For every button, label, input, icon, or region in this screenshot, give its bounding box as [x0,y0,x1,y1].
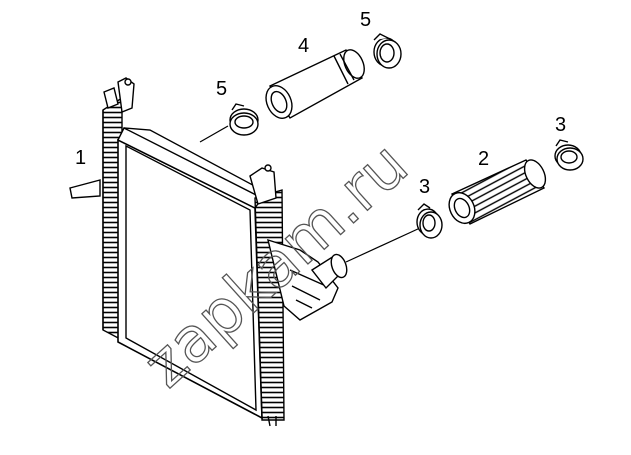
intercooler-radiator [69,77,348,427]
callout-1: 1 [75,147,86,169]
callout-3-left: 3 [419,176,430,198]
callout-5-right: 5 [360,9,371,31]
clamp-5-left [229,103,259,136]
clamp-3-left [416,203,443,239]
callout-3-right: 3 [555,114,566,136]
clamp-5-right [373,33,402,69]
callout-4: 4 [298,35,309,57]
callout-5-left: 5 [216,78,227,100]
leader-lines [199,125,421,263]
hose-2 [448,159,547,225]
callout-2: 2 [478,148,489,170]
hose-4 [265,49,365,119]
clamp-3-right [554,139,584,171]
